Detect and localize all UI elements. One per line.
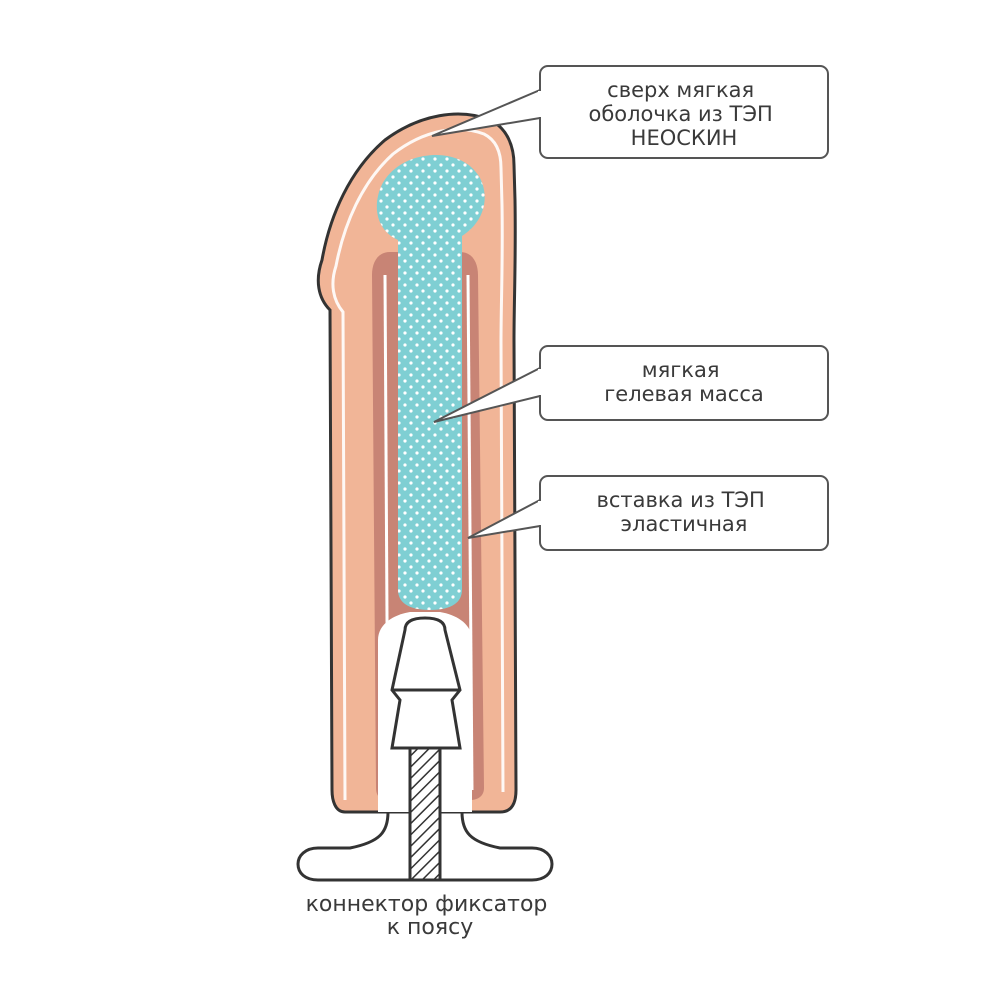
callout-shell-line-3: НЕОСКИН xyxy=(631,126,738,150)
callout-gel-line-2: гелевая масса xyxy=(604,382,764,406)
callout-shell-pointer xyxy=(431,89,541,137)
callout-insert-text: вставка из ТЭП эластичная xyxy=(596,488,771,536)
callout-gel: мягкая гелевая масса xyxy=(433,345,829,423)
connector-caption: коннектор фиксатор к поясу xyxy=(306,892,555,940)
callout-shell: сверх мягкая оболочка из ТЭП НЕОСКИН xyxy=(431,65,829,159)
callout-insert: вставка из ТЭП эластичная xyxy=(467,475,829,551)
callout-insert-line-2: эластичная xyxy=(621,512,748,536)
connector-caption-line-1: коннектор фиксатор xyxy=(306,892,548,917)
callout-shell-seam xyxy=(538,91,543,117)
connector-caption-line-2: к поясу xyxy=(387,915,473,940)
gel-core-dots xyxy=(376,154,485,610)
connector-threaded-rod xyxy=(408,746,442,882)
callout-shell-line-1: сверх мягкая xyxy=(607,78,754,102)
callout-insert-pointer xyxy=(467,499,541,539)
callout-gel-text: мягкая гелевая масса xyxy=(604,358,764,406)
connector-plug xyxy=(390,616,462,750)
callout-gel-seam xyxy=(538,369,543,395)
callout-insert-seam xyxy=(538,501,543,525)
callout-gel-pointer xyxy=(433,367,541,423)
callout-gel-line-1: мягкая xyxy=(642,358,720,382)
callout-shell-text: сверх мягкая оболочка из ТЭП НЕОСКИН xyxy=(588,78,779,150)
callout-shell-line-2: оболочка из ТЭП xyxy=(588,102,772,126)
callout-insert-line-1: вставка из ТЭП xyxy=(596,488,764,512)
